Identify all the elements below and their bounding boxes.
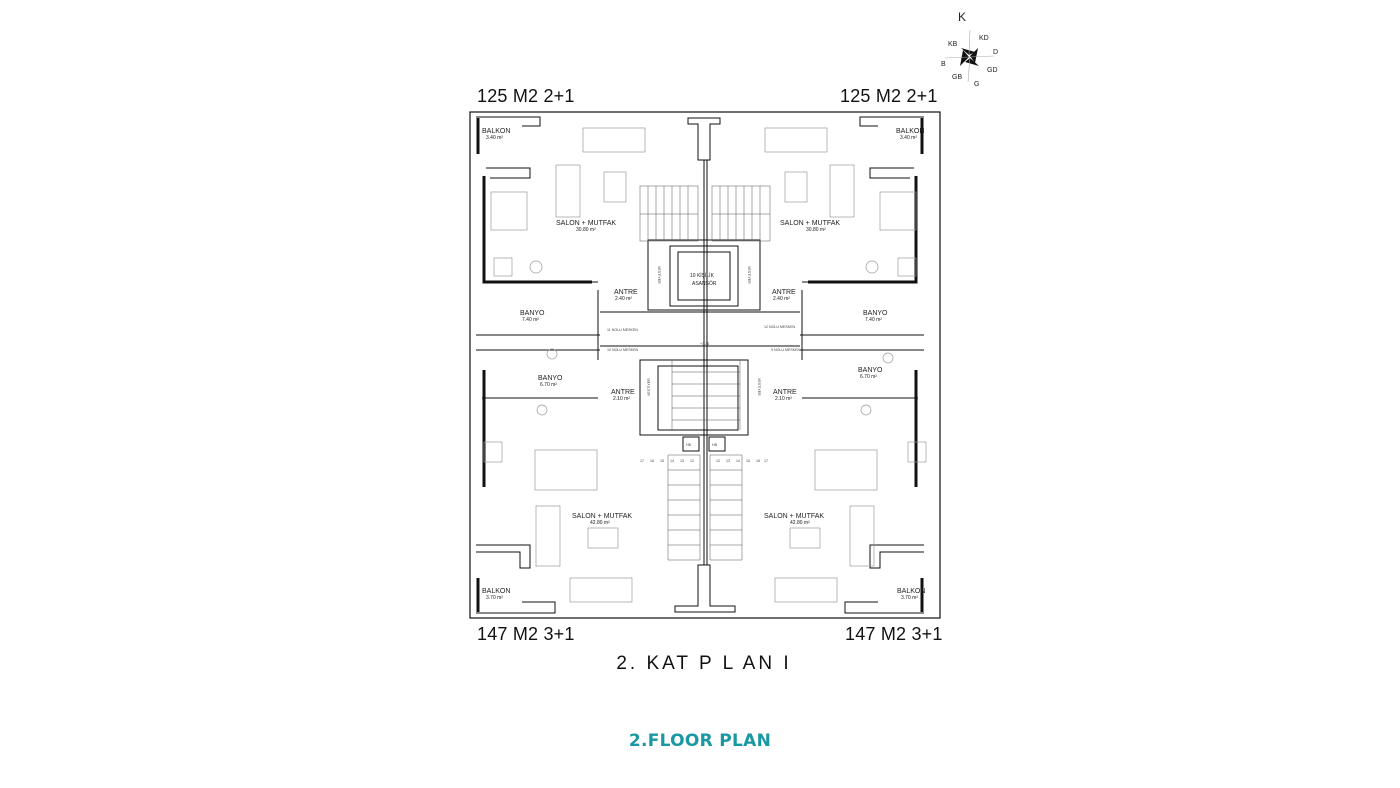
furniture	[483, 127, 927, 603]
stairs-top-right	[711, 185, 771, 242]
room-name: ANTRE	[772, 289, 796, 296]
compass-west: B	[941, 61, 946, 68]
vestiyer-label: VESTİYER	[657, 266, 662, 284]
room-area: 2.40 m²	[773, 296, 790, 302]
compass-south: G	[974, 81, 979, 88]
hb-label: HB	[712, 443, 718, 447]
room-area: 42.80 m²	[590, 520, 610, 526]
outer-boundary	[469, 111, 941, 619]
room-name: SALON + MUTFAK	[780, 220, 840, 227]
room-name: BALKON	[482, 588, 510, 595]
dwelling-label: 12 NOLU MESKEN	[764, 325, 796, 329]
compass: K KD D GD G GB B KB	[941, 10, 998, 88]
room-labels: BALKON 3.40 m² BALKON 3.40 m² SALON + MU…	[482, 128, 925, 601]
compass-northeast: KD	[979, 35, 989, 42]
compass-northwest: KB	[948, 41, 958, 48]
vestiyer-label: VESTİYER	[646, 378, 651, 396]
room-name: SALON + MUTFAK	[556, 220, 616, 227]
vestiyer-label: VESTİYER	[747, 266, 752, 284]
level-mark: +3.36	[700, 342, 709, 346]
dwelling-label: 10 NOLU MESKEN	[607, 348, 639, 352]
stair-number: 16	[650, 459, 654, 463]
room-name: BALKON	[482, 128, 510, 135]
stair-number: 12	[716, 459, 720, 463]
room-area: 3.70 m²	[486, 595, 503, 601]
unit-label-top-left: 125 M2 2+1	[477, 86, 575, 106]
stairs-lower	[667, 360, 743, 561]
compass-east: D	[993, 49, 998, 56]
room-area: 7.40 m²	[522, 317, 539, 323]
wall-lines	[476, 116, 924, 614]
compass-southeast: GD	[987, 67, 998, 74]
unit-label-bottom-left: 147 M2 3+1	[477, 624, 575, 644]
room-area: 2.40 m²	[615, 296, 632, 302]
dwelling-label: 9 NOLU MESKEN	[771, 348, 801, 352]
room-name: ANTRE	[614, 289, 638, 296]
stair-number: 17	[640, 459, 644, 463]
stair-number: 14	[736, 459, 740, 463]
room-area: 3.70 m²	[901, 595, 918, 601]
room-area: 7.40 m²	[865, 317, 882, 323]
room-name: ANTRE	[611, 389, 635, 396]
room-name: BANYO	[538, 375, 563, 382]
compass-north: K	[958, 10, 966, 24]
stair-number: 16	[756, 459, 760, 463]
compass-star-icon	[944, 29, 995, 83]
room-area: 6.70 m²	[540, 382, 557, 388]
room-name: BANYO	[863, 310, 888, 317]
room-name: SALON + MUTFAK	[572, 513, 632, 520]
elevator-sub: ASANSÖR	[692, 280, 717, 287]
stair-number: 17	[764, 459, 768, 463]
vestiyer-label: VESTİYER	[757, 378, 762, 396]
stair-number: 15	[746, 459, 750, 463]
room-area: 2.10 m²	[613, 396, 630, 402]
stair-number: 13	[726, 459, 730, 463]
stairs-top-left	[639, 185, 699, 242]
room-area: 6.70 m²	[860, 374, 877, 380]
room-name: ANTRE	[773, 389, 797, 396]
elevator-label: 10 KİŞİLİK	[690, 272, 715, 279]
stair-number: 12	[690, 459, 694, 463]
room-area: 3.40 m²	[900, 135, 917, 141]
room-area: 42.80 m²	[790, 520, 810, 526]
stair-number: 13	[680, 459, 684, 463]
floor-plan-caption: 2.FLOOR PLAN	[628, 731, 772, 751]
room-area: 2.10 m²	[775, 396, 792, 402]
dwelling-label: 11 NOLU MESKEN	[607, 328, 638, 332]
room-name: BANYO	[858, 367, 883, 374]
room-name: SALON + MUTFAK	[764, 513, 824, 520]
room-area: 30.80 m²	[576, 227, 596, 233]
stair-number: 15	[660, 459, 664, 463]
room-area: 3.40 m²	[486, 135, 503, 141]
unit-label-bottom-right: 147 M2 3+1	[845, 624, 943, 644]
compass-southwest: GB	[952, 74, 962, 81]
room-name: BALKON	[896, 128, 924, 135]
stair-number: 14	[670, 459, 674, 463]
room-name: BANYO	[520, 310, 545, 317]
room-area: 30.80 m²	[806, 227, 826, 233]
hb-label: HB	[686, 443, 692, 447]
plan-title: 2. KAT P L AN I	[616, 653, 792, 674]
room-name: BALKON	[897, 588, 925, 595]
unit-label-top-right: 125 M2 2+1	[840, 86, 938, 106]
